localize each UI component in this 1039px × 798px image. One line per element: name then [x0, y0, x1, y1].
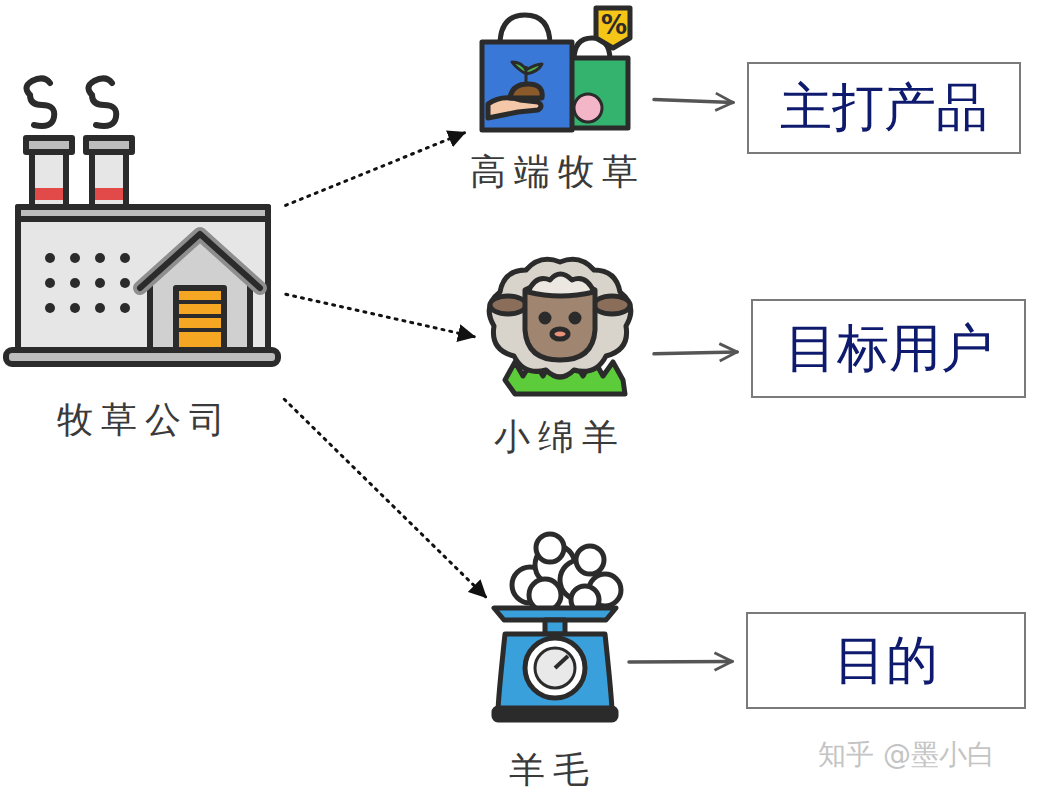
role-box: 主打产品: [747, 62, 1021, 154]
icon-caption: 高端牧草: [470, 152, 640, 192]
box-label: 目的: [834, 632, 938, 689]
role-box: 目标用户: [751, 299, 1026, 398]
dotted-arrow: [286, 294, 474, 336]
icon-caption: 羊毛: [490, 750, 615, 790]
watermark: 知乎 @墨小白: [818, 736, 995, 774]
box-label: 目标用户: [785, 320, 993, 377]
discount-sign: %: [601, 10, 627, 40]
factory-icon: [6, 78, 278, 364]
role-box: 目的: [746, 612, 1026, 709]
box-label: 主打产品: [780, 79, 988, 136]
dotted-arrow: [284, 399, 485, 597]
goal-icon-node: 羊毛: [490, 535, 615, 790]
sheep-icon: [489, 259, 631, 394]
shopping-bag-icon: [482, 8, 630, 130]
solid-arrow: [654, 100, 733, 103]
user-icon-node: 小绵羊: [480, 255, 640, 457]
scale-icon: [494, 534, 621, 720]
dotted-arrow: [286, 133, 465, 206]
icon-caption: 小绵羊: [480, 417, 640, 457]
solid-arrow: [654, 352, 737, 354]
solid-arrow: [629, 660, 732, 664]
company-icon-node: 牧草公司: [10, 85, 280, 440]
icon-caption: 牧草公司: [10, 400, 280, 440]
